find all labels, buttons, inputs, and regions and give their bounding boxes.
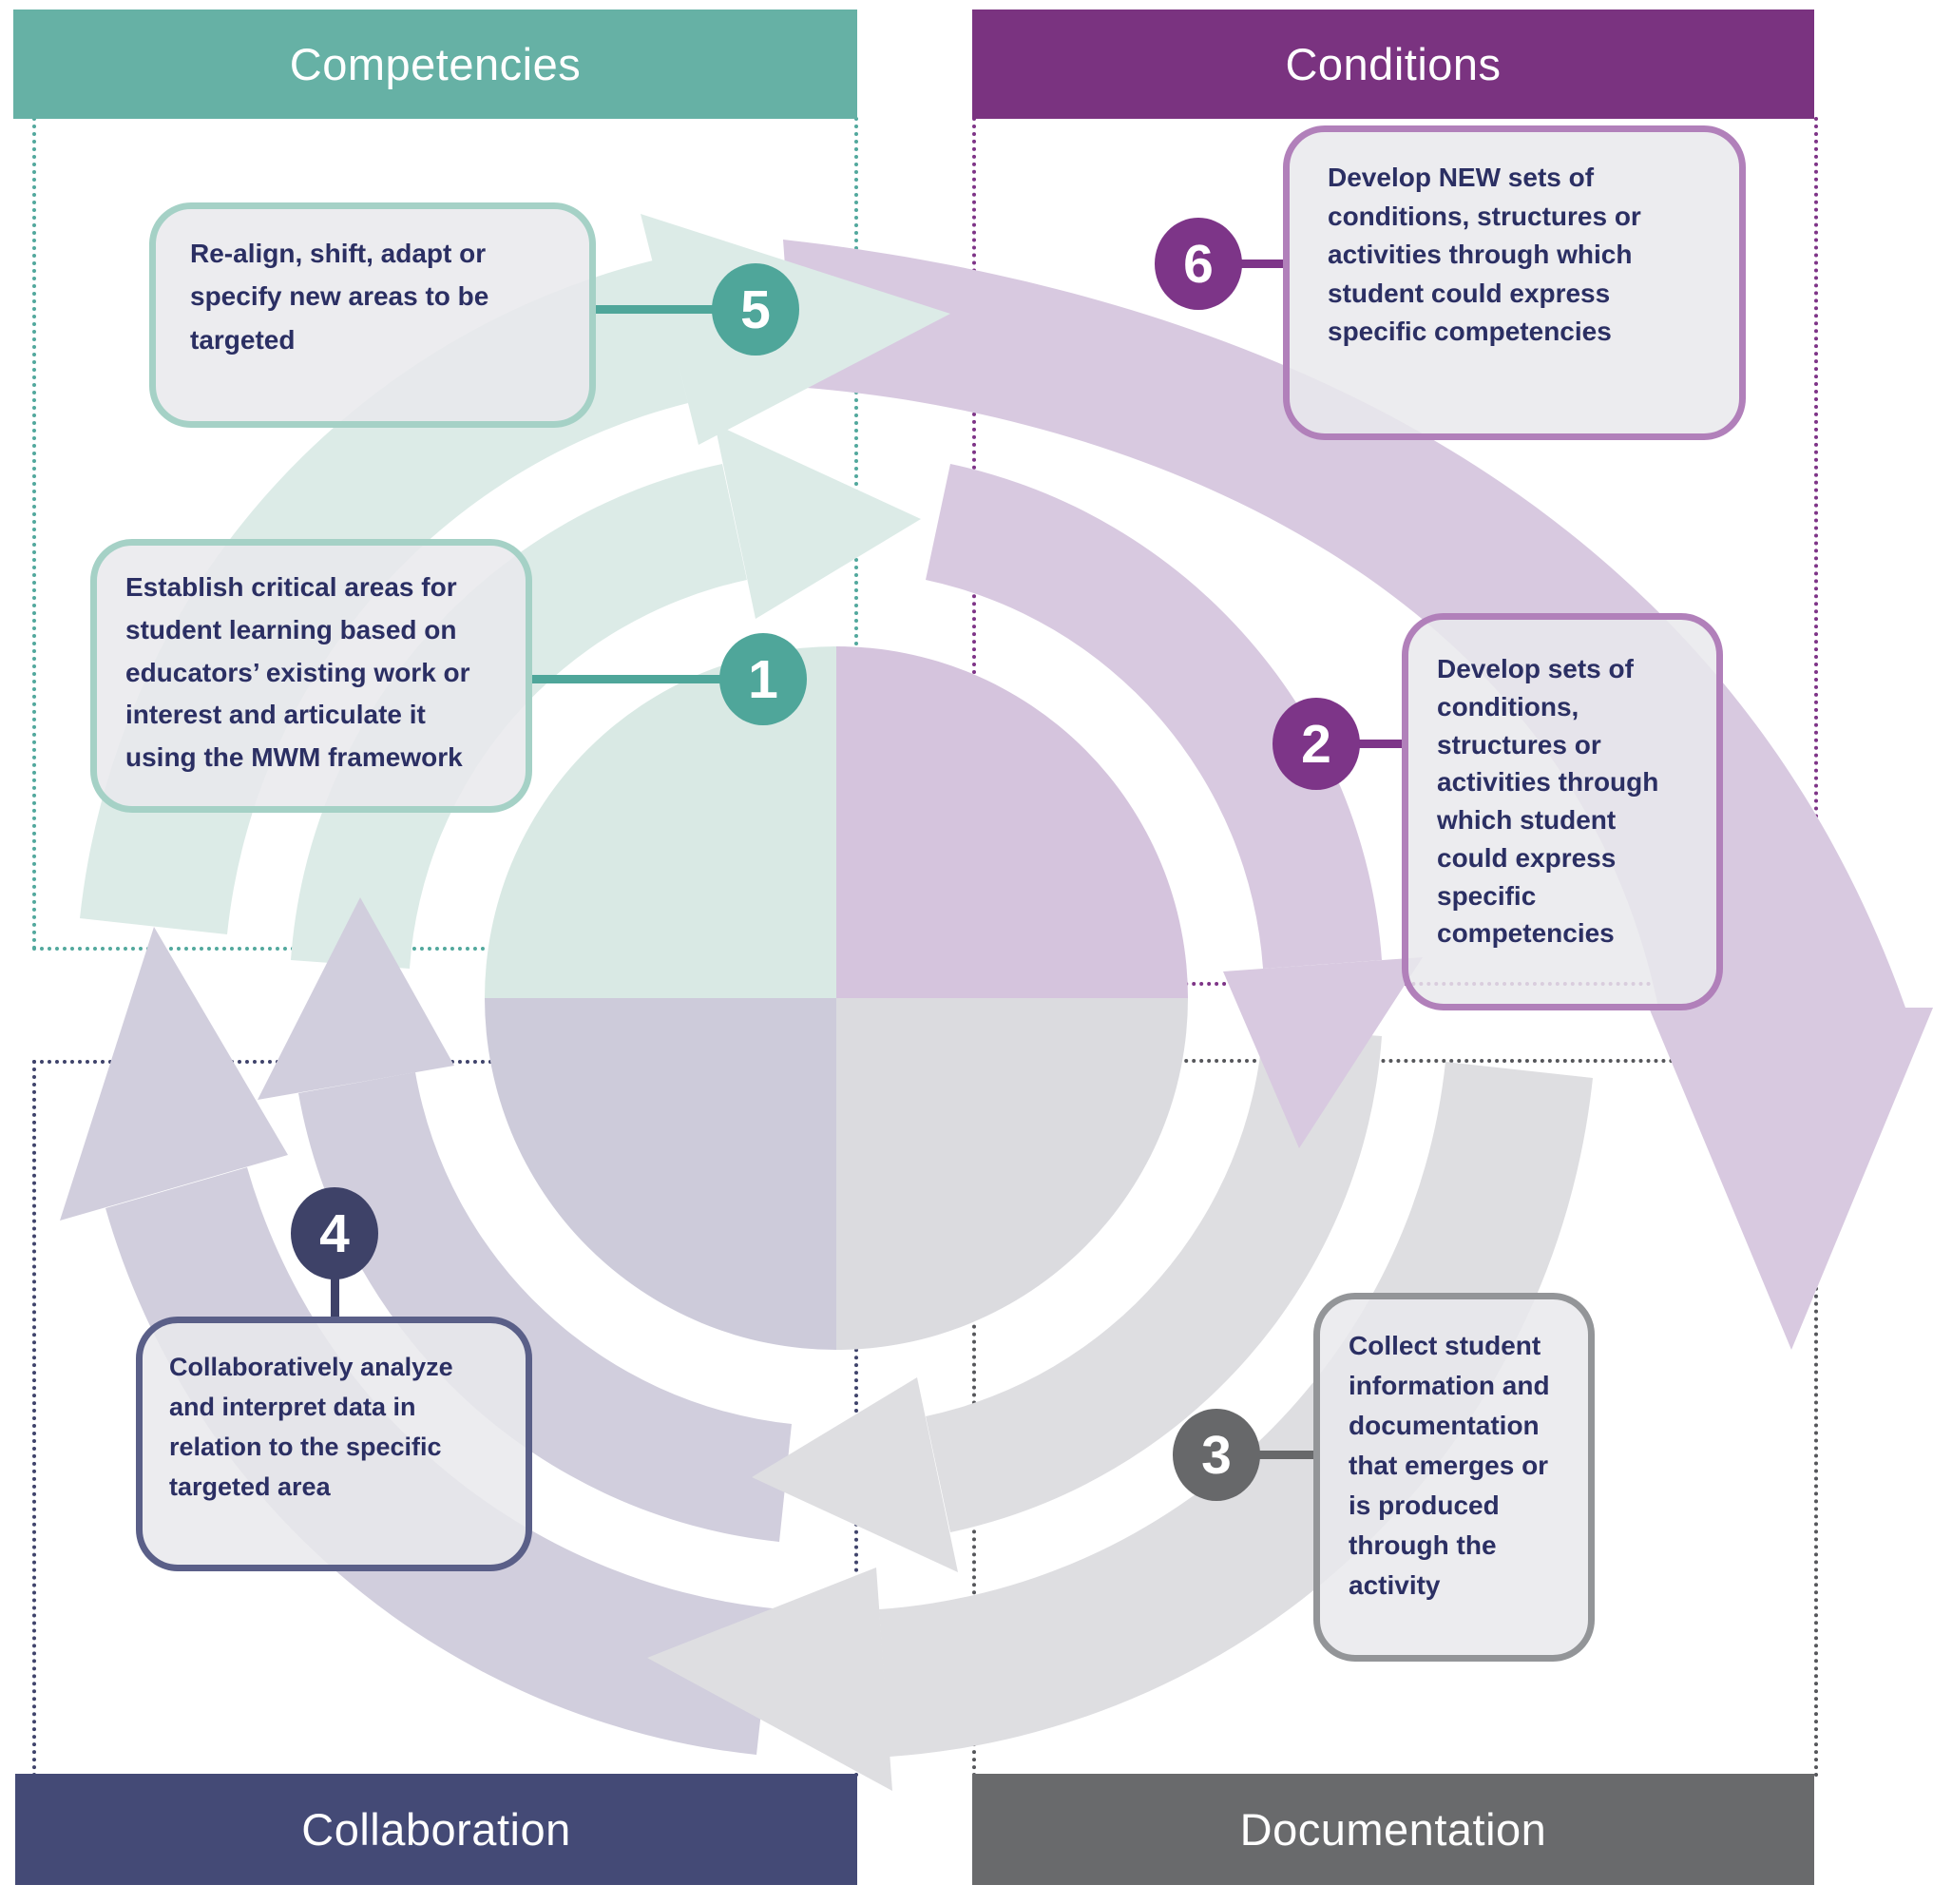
step-2-text: Develop sets of conditions, structures o… — [1437, 654, 1659, 949]
step-3-number-badge: 3 — [1173, 1409, 1260, 1501]
step-3-connector — [1254, 1451, 1320, 1459]
step-6-text-emphasis: NEW — [1438, 163, 1502, 192]
step-1-text: Establish critical areas for student lea… — [125, 572, 470, 773]
step-6-number-badge: 6 — [1155, 218, 1242, 310]
step-5-number-badge: 5 — [712, 263, 799, 356]
documentation-footer: Documentation — [972, 1774, 1814, 1885]
step-6-text-before: Develop — [1328, 163, 1439, 192]
conditions-header-label: Conditions — [1285, 39, 1502, 89]
step-6-text: Develop NEW sets of conditions, structur… — [1328, 159, 1701, 352]
collaboration-footer: Collaboration — [15, 1774, 857, 1885]
step-5-text: Re-align, shift, adapt or specify new ar… — [190, 239, 489, 355]
step-6-callout: Develop NEW sets of conditions, structur… — [1283, 125, 1746, 440]
step-4-text: Collaboratively analyze and interpret da… — [169, 1353, 453, 1501]
step-4-callout: Collaboratively analyze and interpret da… — [136, 1317, 532, 1571]
step-4-number-badge: 4 — [291, 1187, 378, 1279]
step-1-connector — [528, 675, 726, 683]
step-2-number-badge: 2 — [1273, 698, 1360, 790]
step-4-connector — [331, 1273, 339, 1322]
step-2-callout: Develop sets of conditions, structures o… — [1402, 613, 1723, 1010]
competencies-header-label: Competencies — [289, 39, 582, 89]
step-1-number-badge: 1 — [719, 633, 807, 725]
competencies-header: Competencies — [13, 10, 857, 119]
step-3-callout: Collect student information and document… — [1313, 1293, 1595, 1662]
step-6-text-after: sets of conditions, structures or activi… — [1328, 163, 1641, 347]
step-2-connector — [1353, 740, 1408, 748]
step-1-callout: Establish critical areas for student lea… — [90, 539, 532, 813]
documentation-footer-label: Documentation — [1239, 1804, 1547, 1855]
step-3-text: Collect student information and document… — [1349, 1331, 1550, 1600]
conditions-header: Conditions — [972, 10, 1814, 119]
collaboration-footer-label: Collaboration — [301, 1804, 571, 1855]
step-5-connector — [590, 305, 718, 314]
step-6-connector — [1235, 260, 1289, 268]
step-5-callout: Re-align, shift, adapt or specify new ar… — [149, 202, 596, 428]
